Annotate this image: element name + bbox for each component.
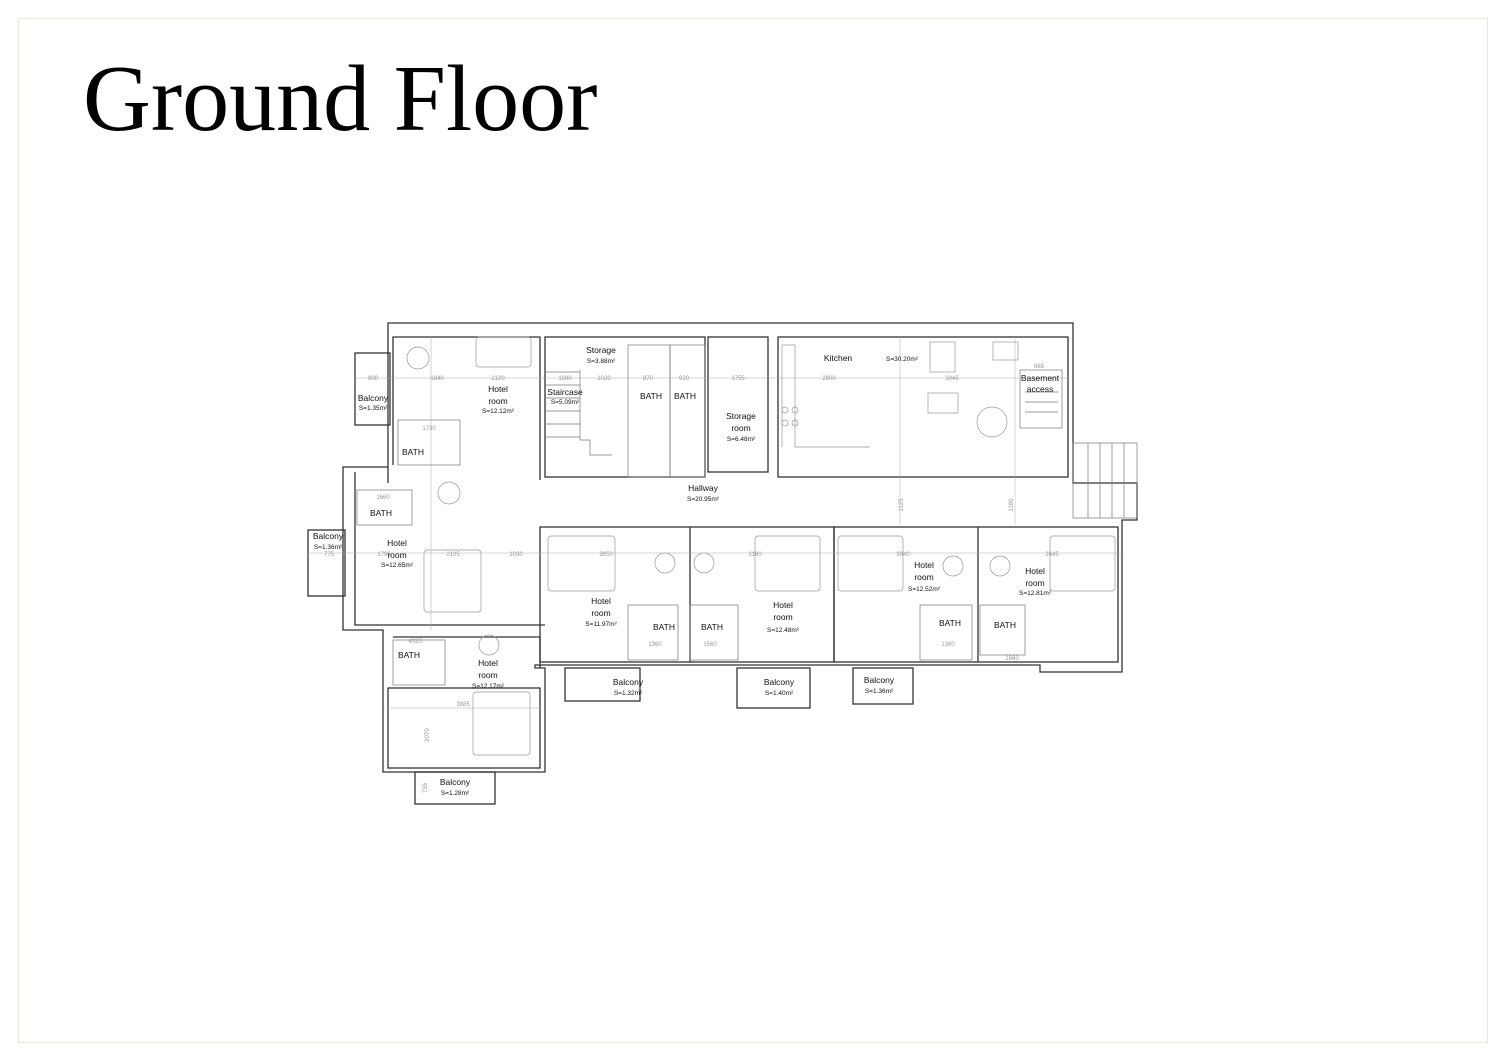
dimension-text: 1755 <box>731 376 745 382</box>
balconies <box>307 352 1138 805</box>
dimension-text: 2900 <box>822 376 836 382</box>
dimension-text: 3945 <box>945 376 959 382</box>
dimension-text: 2105 <box>446 552 460 558</box>
area-label: S=12.65m² <box>381 562 414 569</box>
dimension-text: 1795 <box>377 552 391 558</box>
bath-label: BATH <box>402 447 424 457</box>
bath-label: BATH <box>674 391 696 401</box>
room-label: room <box>773 612 792 622</box>
room-label: room <box>914 572 933 582</box>
dimension-text: 2070 <box>425 728 431 742</box>
balcony-label: Balcony <box>864 675 895 685</box>
bath-label: BATH <box>939 618 961 628</box>
area-label: S=1.36m² <box>865 688 894 695</box>
area-label: S=1.40m² <box>765 690 794 697</box>
area-label: S=12.48m² <box>767 627 800 634</box>
dimension-text: 775 <box>324 552 335 558</box>
room-label: room <box>731 423 750 433</box>
dimension-text: 1360 <box>941 642 955 648</box>
area-label: S=20.95m² <box>687 496 720 503</box>
room-label: Basement <box>1021 373 1060 383</box>
dimension-text: 2160 <box>748 552 762 558</box>
room-label: Storage <box>726 411 756 421</box>
dimension-text: 3885 <box>456 702 470 708</box>
room-label: Hotel <box>773 600 793 610</box>
dimension-text: 1360 <box>648 642 662 648</box>
dimension-text: 1020 <box>597 376 611 382</box>
room-label: Hotel <box>914 560 934 570</box>
area-label: S=30.20m² <box>886 356 919 363</box>
area-label: S=1.35m² <box>359 405 388 412</box>
room-label: Hotel <box>387 538 407 548</box>
balcony-label: Balcony <box>613 677 644 687</box>
dimension-text: 1840 <box>430 376 444 382</box>
dimension-text: 870 <box>643 376 654 382</box>
room-label: room <box>478 670 497 680</box>
dimension-text: 3850 <box>599 552 613 558</box>
dimension-text: 1180 <box>1009 498 1015 512</box>
dimension-text: 2120 <box>491 376 505 382</box>
area-label: S=6.48m² <box>727 436 756 443</box>
room-label: room <box>488 396 507 406</box>
page-title: Ground Floor <box>83 47 598 151</box>
bath-label: BATH <box>398 650 420 660</box>
room-label: Staircase <box>547 387 583 397</box>
dimension-text: 800 <box>368 376 379 382</box>
area-label: S=12.52m² <box>908 586 941 593</box>
balcony-label: Balcony <box>440 777 471 787</box>
page-border <box>18 18 1488 1043</box>
room-label: Hotel <box>488 384 508 394</box>
dimension-text: 1125 <box>899 498 905 512</box>
dimension-text: 1030 <box>509 552 523 558</box>
room-label: room <box>1025 578 1044 588</box>
dimension-text: 1730 <box>422 426 436 432</box>
furniture <box>406 336 1116 756</box>
bath-label: BATH <box>653 622 675 632</box>
room-label: Kitchen <box>824 353 853 363</box>
room-label: room <box>387 550 406 560</box>
dimension-text: 4020 <box>408 639 422 645</box>
area-label: S=12.81m² <box>1019 590 1052 597</box>
dimension-lines <box>308 337 1122 709</box>
area-label: S=1.32m² <box>614 690 643 697</box>
area-label: S=5.09m² <box>551 399 580 406</box>
balcony-label: Balcony <box>358 393 389 403</box>
dimension-text: 3940 <box>896 552 910 558</box>
dimension-text: 1660 <box>376 495 390 501</box>
dimension-text: 1560 <box>703 642 717 648</box>
area-label: S=3.88m² <box>587 358 616 365</box>
room-label: Hotel <box>478 658 498 668</box>
room-label: Hotel <box>1025 566 1045 576</box>
area-label: S=1.28m² <box>441 790 470 797</box>
area-label: S=12.12m² <box>482 408 515 415</box>
room-label: room <box>591 608 610 618</box>
dimension-text: 920 <box>679 376 690 382</box>
room-label: Storage <box>586 345 616 355</box>
bath-label: BATH <box>701 622 723 632</box>
dimension-text: 1080 <box>558 376 572 382</box>
balcony-label: Balcony <box>313 531 344 541</box>
room-label: access <box>1027 384 1053 394</box>
area-label: S=11.97m² <box>585 621 617 628</box>
room-labels: Balcony S=1.35m² Hotel room S=12.12m² BA… <box>313 345 1060 797</box>
room-label: Hallway <box>688 483 719 493</box>
bath-label: BATH <box>370 508 392 518</box>
balcony-label: Balcony <box>764 677 795 687</box>
area-label: S=12.17m² <box>472 683 505 690</box>
dimension-labels: 800 1840 2120 1730 1080 1020 870 920 175… <box>324 364 1059 793</box>
area-label: S=1.36m² <box>314 544 343 551</box>
dimension-text: 1660 <box>1005 656 1019 662</box>
bath-label: BATH <box>640 391 662 401</box>
dimension-text: 2445 <box>1045 552 1059 558</box>
room-label: Hotel <box>591 596 611 606</box>
partitions <box>356 344 1063 686</box>
bath-label: BATH <box>994 620 1016 630</box>
dimension-text: 985 <box>1034 364 1045 370</box>
dimension-text: 735 <box>423 782 429 793</box>
